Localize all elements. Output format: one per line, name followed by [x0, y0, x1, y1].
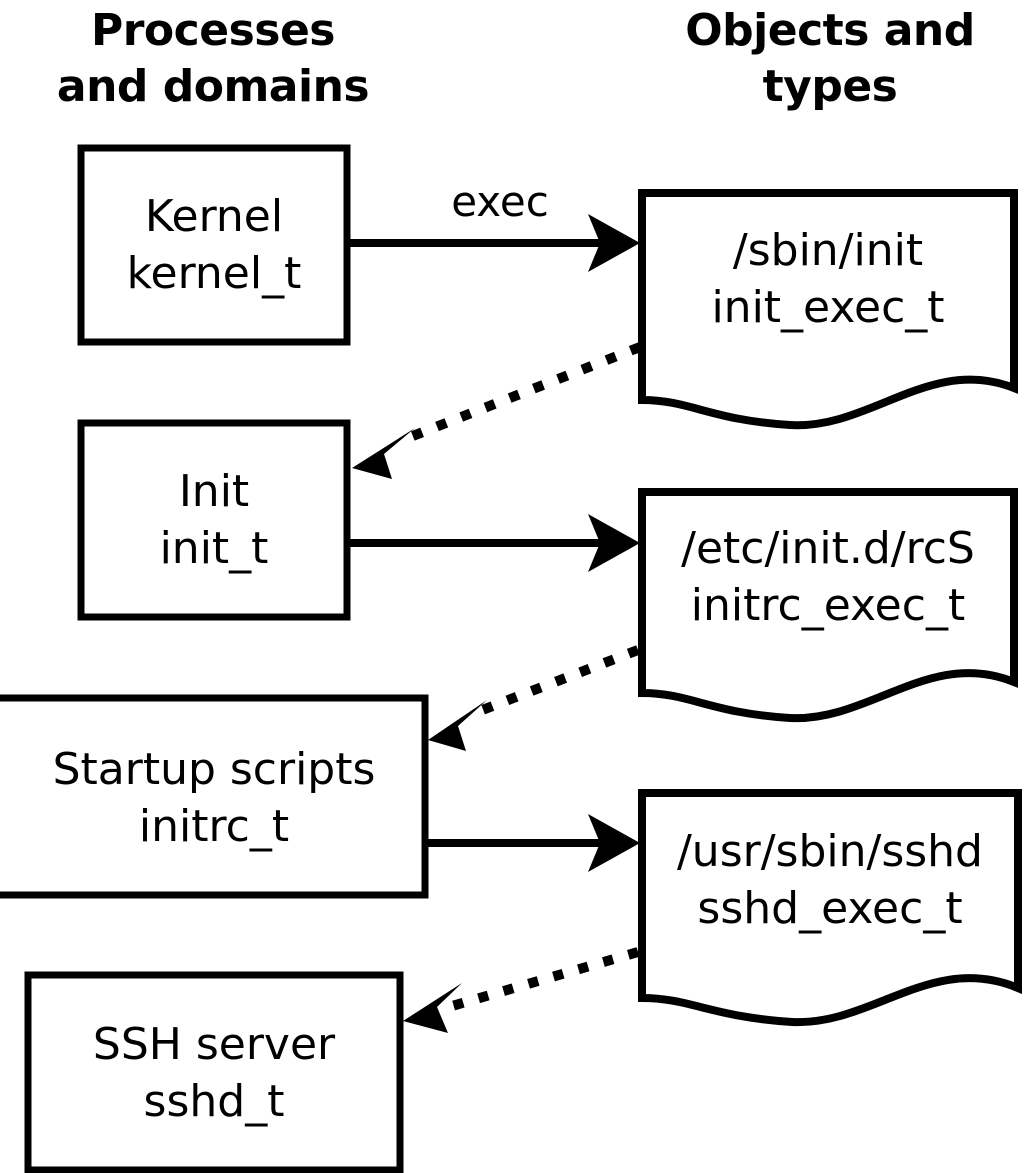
- column-header-objects: Objects and types: [685, 5, 975, 112]
- node-init-line1: Init: [179, 466, 249, 517]
- arrowhead-initrc-sshd-exec: [588, 814, 640, 872]
- node-etc-initd-rcs-line2: initrc_exec_t: [691, 580, 965, 631]
- node-kernel-line2: kernel_t: [127, 248, 302, 299]
- node-kernel-box[interactable]: [77, 144, 351, 346]
- arrowhead-sshd-exec-sshd: [403, 983, 462, 1033]
- node-sbin-init-line1: /sbin/init: [733, 225, 923, 276]
- edge-init-exec-initrc-exec: [350, 514, 640, 572]
- node-etc-initd-rcs-line1: /etc/init.d/rcS: [681, 523, 975, 574]
- node-init-box[interactable]: [77, 419, 351, 621]
- column-header-objects-line2: types: [763, 61, 898, 112]
- column-header-processes-line1: Processes: [91, 5, 335, 56]
- edge-kernel-exec-init-exec: exec: [350, 177, 640, 272]
- edge-line-init-exec-init: [398, 342, 642, 446]
- node-startup-scripts-box[interactable]: [0, 694, 429, 899]
- node-etc-initd-rcs[interactable]: /etc/init.d/rcS initrc_exec_t: [638, 488, 1018, 723]
- edge-initrc-exec-transition-initrc: [428, 645, 640, 751]
- edge-sshd-exec-transition-sshd: [403, 947, 640, 1033]
- edge-init-exec-transition-init: [352, 342, 642, 479]
- edge-label-exec: exec: [451, 177, 549, 226]
- edge-initrc-exec-sshd-exec: [428, 814, 640, 872]
- node-ssh-server[interactable]: SSH server sshd_t: [24, 971, 404, 1173]
- arrowhead-initrc-exec-initrc: [428, 700, 487, 751]
- node-usr-sbin-sshd[interactable]: /usr/sbin/sshd sshd_exec_t: [638, 789, 1022, 1027]
- node-ssh-server-line2: sshd_t: [144, 1076, 285, 1127]
- node-startup-scripts-line2: initrc_t: [139, 801, 289, 852]
- node-ssh-server-box[interactable]: [24, 971, 404, 1173]
- column-header-processes: Processes and domains: [57, 5, 370, 112]
- arrowhead-kernel-init-exec: [588, 214, 640, 272]
- arrowhead-init-initrc-exec: [588, 514, 640, 572]
- edge-line-sshd-exec-sshd: [450, 947, 640, 1011]
- node-usr-sbin-sshd-line1: /usr/sbin/sshd: [677, 826, 983, 877]
- arrowhead-init-exec-init: [352, 428, 415, 479]
- node-init[interactable]: Init init_t: [77, 419, 351, 621]
- node-etc-initd-rcs-shape[interactable]: [638, 488, 1018, 723]
- node-usr-sbin-sshd-line2: sshd_exec_t: [697, 883, 962, 934]
- node-sbin-init-line2: init_exec_t: [711, 282, 944, 333]
- node-startup-scripts-line1: Startup scripts: [53, 744, 376, 795]
- node-ssh-server-line1: SSH server: [93, 1019, 336, 1070]
- node-usr-sbin-sshd-shape[interactable]: [638, 789, 1022, 1027]
- node-sbin-init-shape[interactable]: [638, 189, 1018, 430]
- node-startup-scripts[interactable]: Startup scripts initrc_t: [0, 694, 429, 899]
- edge-line-initrc-exec-initrc: [470, 645, 640, 719]
- node-kernel[interactable]: Kernel kernel_t: [77, 144, 351, 346]
- node-sbin-init[interactable]: /sbin/init init_exec_t: [638, 189, 1018, 430]
- column-header-processes-line2: and domains: [57, 61, 369, 112]
- node-kernel-line1: Kernel: [145, 191, 283, 242]
- column-header-objects-line1: Objects and: [685, 5, 974, 56]
- node-init-line2: init_t: [160, 523, 269, 574]
